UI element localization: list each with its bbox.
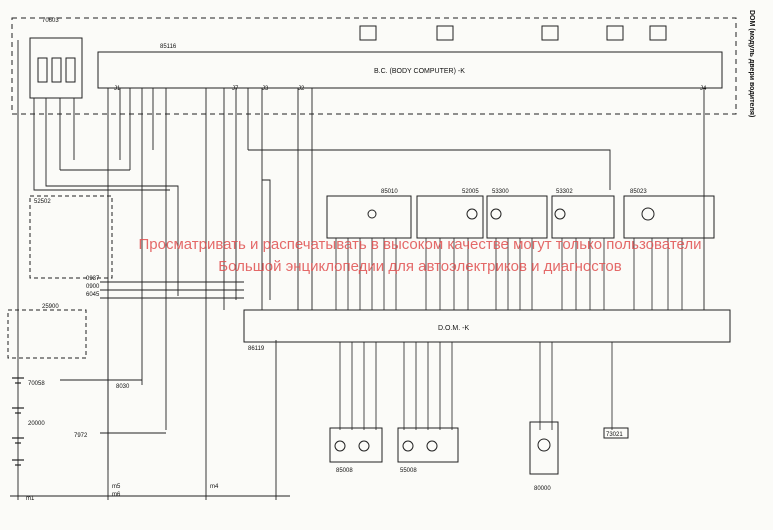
- conn-j7: J7: [232, 86, 239, 92]
- bc-dashed-outline: [11, 17, 737, 115]
- ground-m4: m4: [210, 484, 219, 490]
- bc-box: [97, 51, 723, 89]
- lock-icon: [436, 25, 454, 41]
- relay-id: 25900: [42, 304, 59, 310]
- dom-id: 86119: [248, 346, 265, 352]
- module-85010: 85010: [381, 189, 398, 195]
- motor-55008: 55008: [400, 468, 417, 474]
- ground-m5: m5: [112, 484, 121, 490]
- conn-j4: J4: [700, 86, 707, 92]
- conn-j2: J2: [298, 86, 305, 92]
- motor-80000: 80000: [534, 486, 551, 492]
- conn-j1: J1: [114, 86, 121, 92]
- ground-m1: m1: [26, 496, 35, 502]
- wire-7972: 7972: [74, 433, 88, 439]
- watermark-line-2: Большой энциклопедии для автоэлектриков …: [218, 258, 622, 275]
- fuse2-id: 70058: [28, 381, 45, 387]
- side-title-text: DOM (модуль двери водителя): [748, 10, 755, 117]
- wire-8030: 8030: [116, 384, 130, 390]
- fusebox-outline: [29, 37, 83, 99]
- window-lift-icon: [359, 25, 377, 41]
- side-title: DOM (модуль двери водителя): [748, 10, 755, 117]
- module-boxes: [326, 195, 715, 239]
- battery-symbol: [12, 377, 24, 466]
- bc-icons: [359, 25, 667, 41]
- module-85023: 85023: [630, 189, 647, 195]
- wire-0937: 0937: [86, 276, 100, 282]
- switch-id: 52502: [34, 199, 51, 205]
- fusebox-id: 70603: [42, 18, 59, 24]
- conn-j3: J3: [262, 86, 269, 92]
- motor-85008: 85008: [336, 468, 353, 474]
- bc-label: B.C. (BODY COMPUTER) -K: [374, 68, 465, 75]
- door-icon: [649, 25, 667, 41]
- wire-0900: 0900: [86, 284, 100, 290]
- battery-id: 20000: [28, 421, 45, 427]
- part-73021: 73021: [606, 432, 623, 438]
- bc-wires: [17, 40, 705, 500]
- switch-52502-box: [29, 195, 113, 279]
- module-53300: 53300: [492, 189, 509, 195]
- module-52005: 52005: [462, 189, 479, 195]
- mirror-icon: [541, 25, 559, 41]
- motor-boxes: [329, 421, 629, 475]
- heater-icon: [606, 25, 624, 41]
- bc-id: 85116: [160, 44, 177, 50]
- ground-m6: m6: [112, 492, 121, 498]
- wire-6045: 6045: [86, 292, 100, 298]
- watermark-line-1: Просматривать и распечатывать в высоком …: [138, 236, 702, 253]
- dom-box: [243, 309, 731, 343]
- module-53302: 53302: [556, 189, 573, 195]
- relay-25900-box: [7, 309, 87, 359]
- dom-label: D.O.M. -K: [438, 325, 469, 332]
